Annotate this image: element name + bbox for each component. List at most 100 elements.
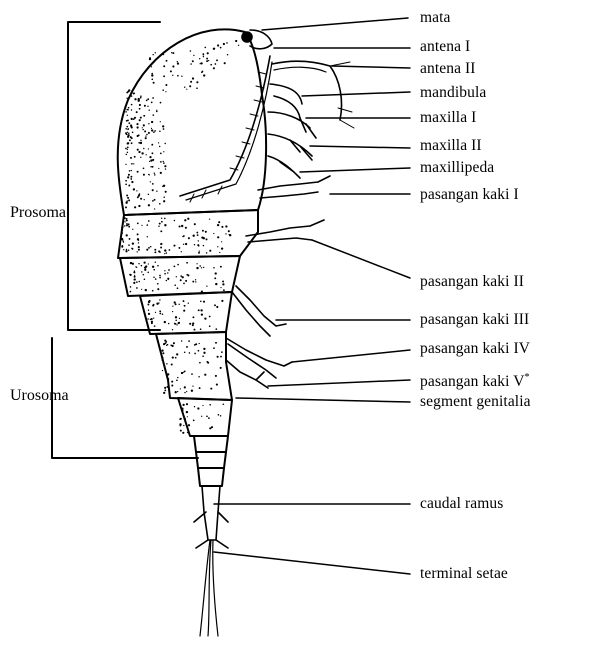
stipple-dot bbox=[180, 388, 181, 389]
stipple-dot bbox=[220, 287, 221, 288]
stipple-dot bbox=[199, 387, 201, 389]
stipple-dot bbox=[148, 247, 150, 249]
stipple-dot bbox=[180, 430, 182, 432]
stipple-dot bbox=[131, 104, 133, 106]
stipple-dot bbox=[132, 89, 134, 91]
stipple-dot bbox=[160, 153, 162, 155]
stipple-dot bbox=[140, 117, 142, 119]
stipple-dot bbox=[209, 325, 211, 327]
stipple-dot bbox=[198, 309, 200, 311]
stipple-dot bbox=[193, 55, 194, 56]
stipple-dot bbox=[194, 353, 196, 355]
stipple-dot bbox=[151, 121, 153, 123]
stipple-dot bbox=[171, 384, 173, 386]
stipple-dot bbox=[188, 303, 189, 304]
stipple-dot bbox=[199, 250, 200, 251]
stipple-dot bbox=[133, 118, 135, 120]
stipple-dot bbox=[160, 102, 162, 104]
stipple-dot bbox=[154, 199, 156, 201]
stipple-dot bbox=[193, 235, 195, 237]
stipple-dot bbox=[141, 289, 142, 290]
label-kaki-3: pasangan kaki III bbox=[420, 311, 529, 329]
stipple-dot bbox=[178, 304, 179, 305]
stipple-dot bbox=[167, 386, 169, 388]
stipple-dot bbox=[148, 174, 149, 175]
stipple-dot bbox=[199, 58, 200, 59]
stipple-dot bbox=[213, 267, 215, 269]
stipple-dot bbox=[165, 168, 166, 169]
stipple-dot bbox=[185, 243, 187, 245]
stipple-dot bbox=[199, 343, 200, 344]
stipple-dot bbox=[215, 63, 217, 65]
stipple-dot bbox=[218, 221, 220, 223]
stipple-dot bbox=[133, 188, 135, 190]
stipple-dot bbox=[125, 164, 126, 165]
label-kaki-1: pasangan kaki I bbox=[420, 186, 519, 204]
stipple-dot bbox=[135, 266, 136, 267]
stipple-dot bbox=[179, 225, 181, 227]
stipple-dot bbox=[143, 174, 145, 176]
stipple-dot bbox=[147, 272, 149, 274]
stipple-dot bbox=[148, 220, 150, 222]
stipple-dot bbox=[158, 168, 159, 169]
stipple-dot bbox=[175, 316, 177, 318]
stipple-dot bbox=[201, 416, 202, 417]
stipple-dot bbox=[199, 362, 201, 364]
stipple-dot bbox=[166, 363, 167, 364]
stipple-dot bbox=[126, 218, 127, 219]
stipple-dot bbox=[154, 249, 156, 251]
stipple-dot bbox=[130, 157, 132, 159]
stipple-dot bbox=[181, 75, 182, 76]
stipple-dot bbox=[182, 409, 184, 411]
stipple-dot bbox=[158, 226, 159, 227]
stipple-dot bbox=[182, 404, 184, 406]
stipple-dot bbox=[221, 226, 223, 228]
label-kaki-5-mark: * bbox=[525, 372, 530, 383]
stipple-dot bbox=[174, 323, 176, 325]
stipple-dot bbox=[162, 313, 163, 314]
stipple-dot bbox=[221, 247, 223, 249]
stipple-dot bbox=[215, 272, 217, 274]
stipple-dot bbox=[186, 391, 187, 392]
stipple-dot bbox=[164, 390, 166, 392]
stipple-dot bbox=[163, 162, 165, 164]
stipple-dot bbox=[189, 323, 191, 325]
stipple-dot bbox=[209, 404, 211, 406]
leg-3-shape bbox=[232, 286, 286, 336]
stipple-dot bbox=[139, 281, 141, 283]
stipple-dot bbox=[131, 126, 133, 128]
stipple-dot bbox=[126, 109, 128, 111]
stipple-dot bbox=[213, 67, 215, 69]
stipple-dot bbox=[218, 414, 220, 416]
stipple-dot bbox=[176, 276, 177, 277]
urosome-segment-3 bbox=[196, 452, 226, 468]
maxilla-2-shape bbox=[268, 134, 312, 160]
stipple-dot bbox=[157, 265, 159, 267]
stipple-dot bbox=[126, 223, 127, 224]
stipple-dot bbox=[180, 275, 182, 277]
stipple-dot bbox=[143, 274, 145, 276]
stipple-dot bbox=[148, 132, 150, 134]
stipple-dot bbox=[192, 60, 194, 62]
stipple-dot bbox=[148, 313, 150, 315]
stipple-dot bbox=[159, 299, 160, 300]
stipple-dot bbox=[129, 238, 131, 240]
stipple-dot bbox=[174, 301, 176, 303]
stipple-dot bbox=[196, 87, 198, 89]
stipple-dot bbox=[187, 416, 188, 417]
stipple-dot bbox=[144, 269, 146, 271]
stipple-dot bbox=[206, 415, 208, 417]
stipple-dot bbox=[177, 61, 178, 62]
stipple-dot bbox=[174, 266, 176, 268]
stipple-dot bbox=[162, 350, 164, 352]
stipple-dot bbox=[190, 81, 192, 83]
stipple-dot bbox=[140, 140, 141, 141]
antenna-1-setae bbox=[190, 72, 266, 202]
stipple-dot bbox=[187, 218, 189, 220]
stipple-dot bbox=[137, 223, 139, 225]
stipple-dot bbox=[130, 178, 132, 180]
stipple-dot bbox=[210, 388, 212, 390]
stipple-dot bbox=[147, 224, 149, 226]
stipple-dot bbox=[134, 93, 135, 94]
